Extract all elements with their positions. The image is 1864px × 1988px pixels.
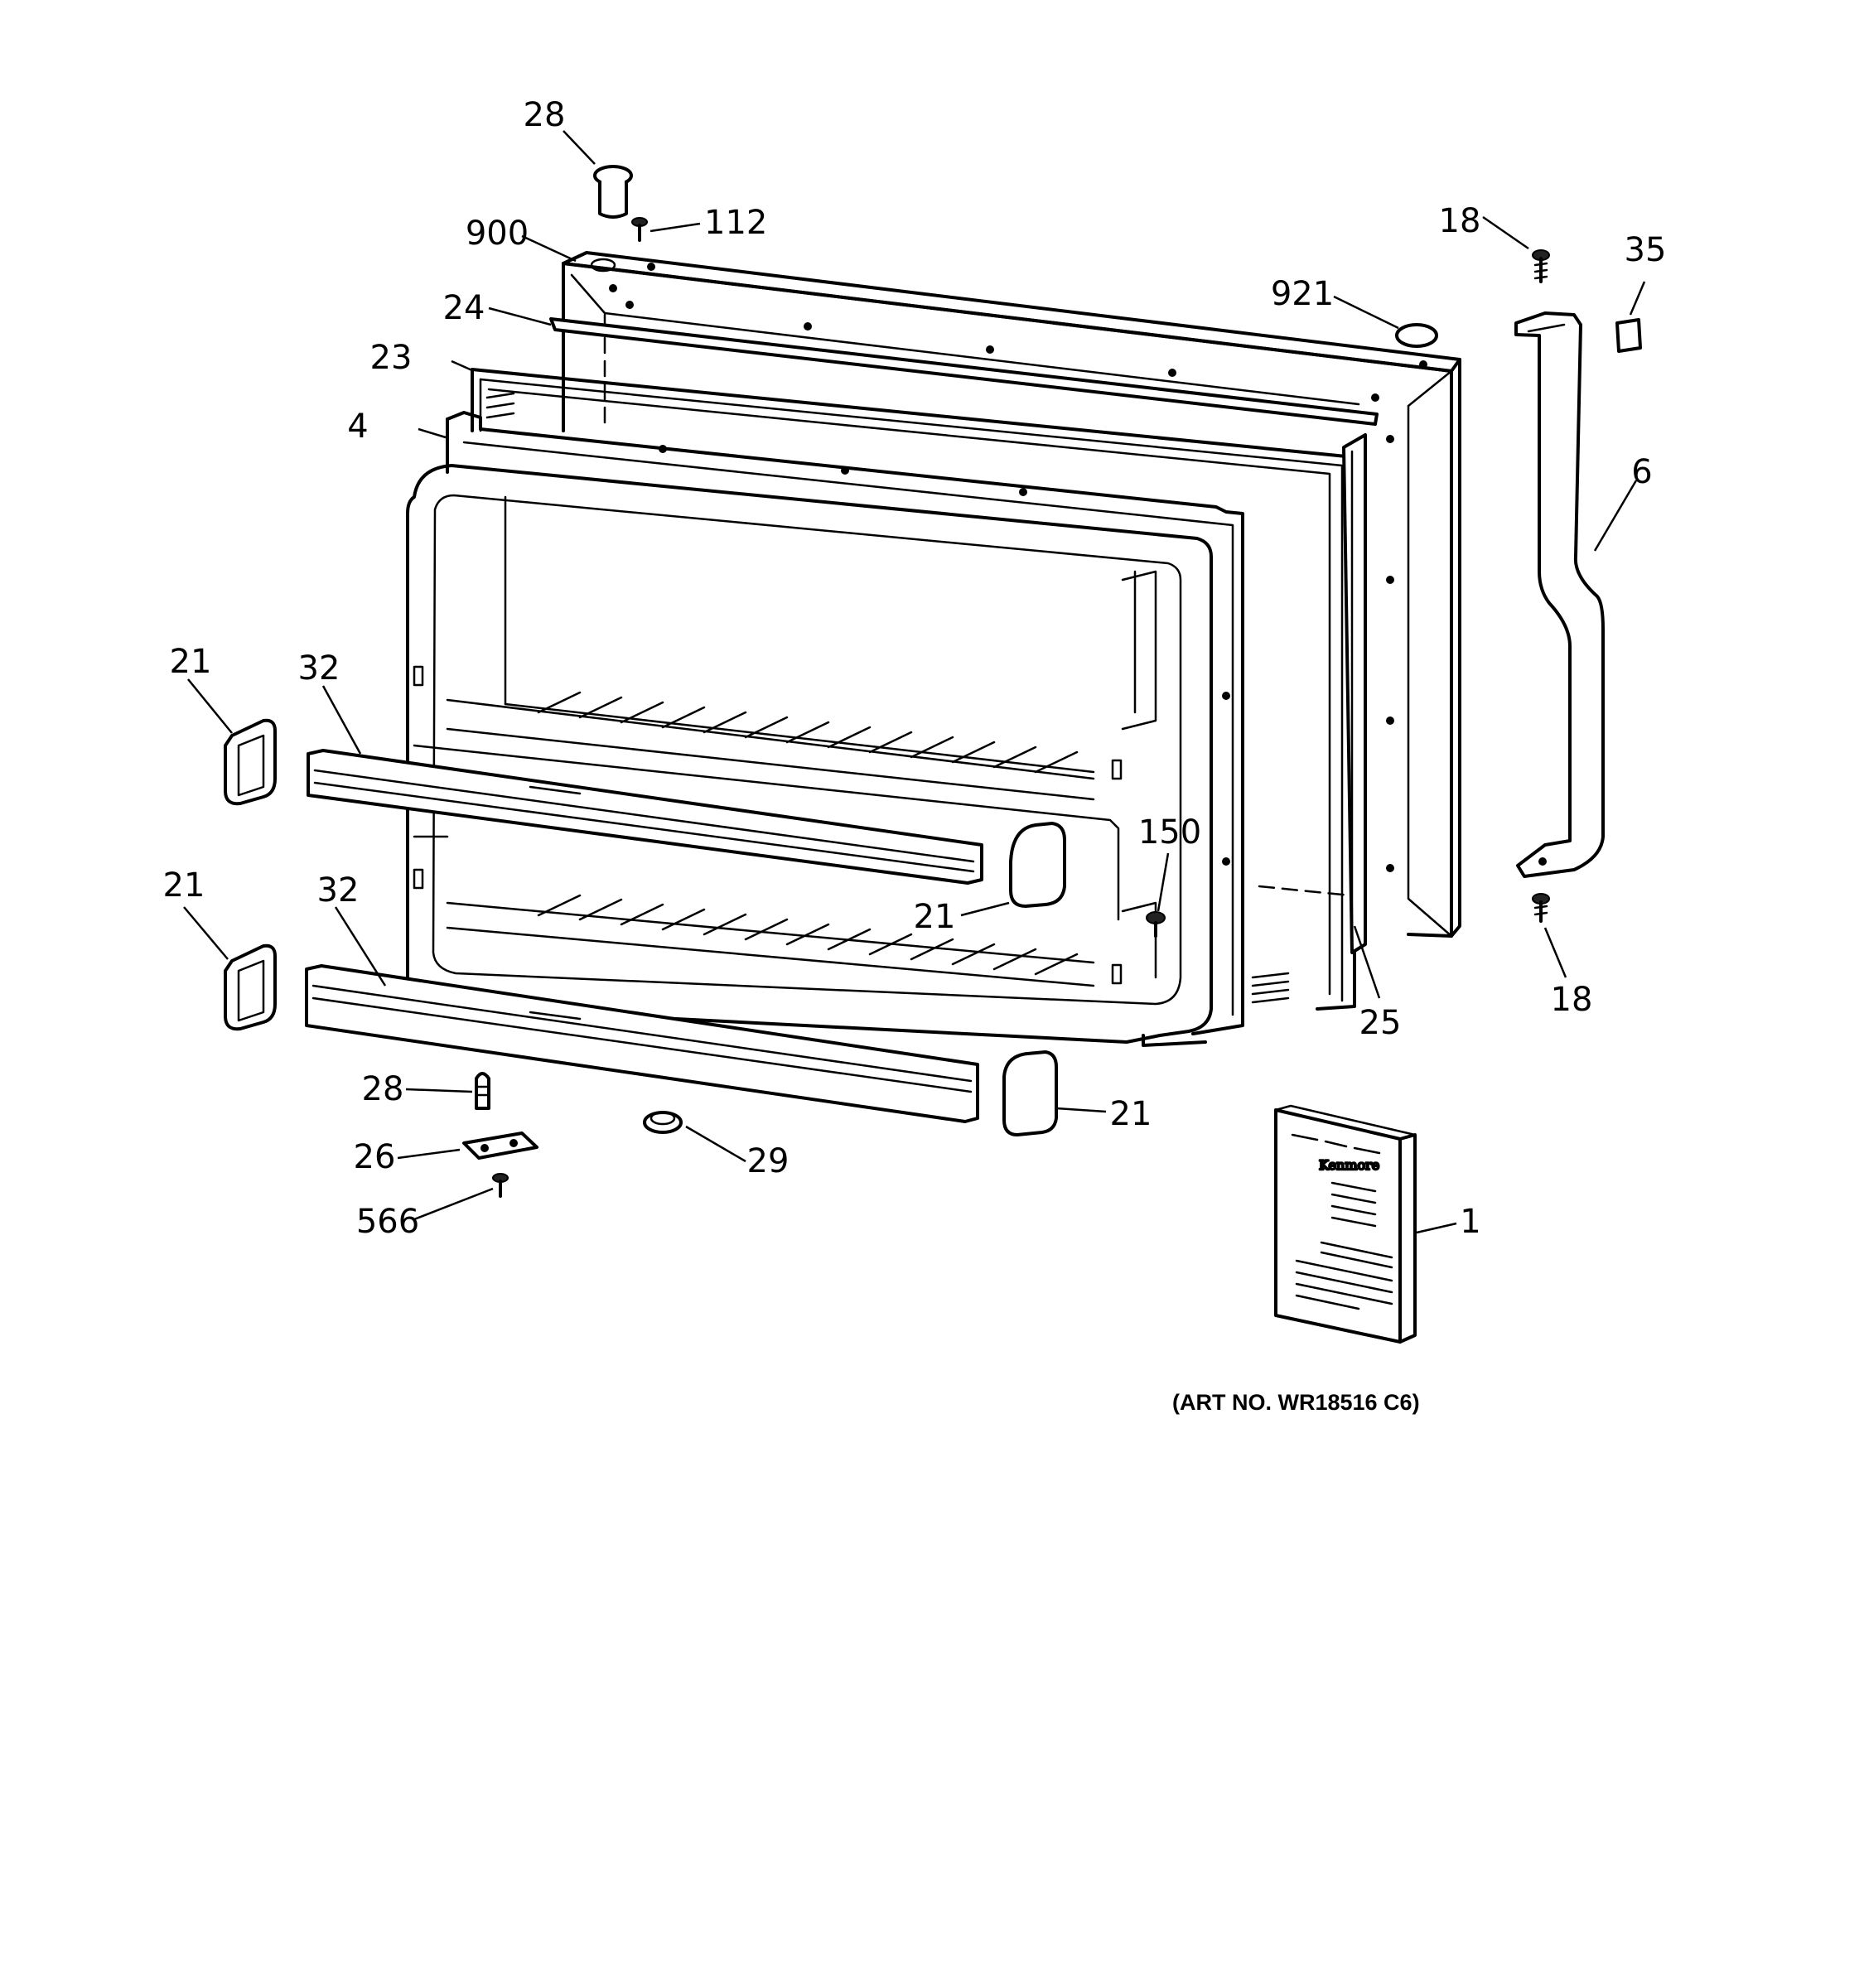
callout-26: 26 (354, 1138, 396, 1176)
callout-28-top: 28 (524, 96, 566, 134)
owners-manual-1: Kenmore (1274, 1104, 1417, 1344)
screw-566 (492, 1173, 509, 1198)
callout-6: 6 (1631, 453, 1652, 491)
leader-lines (183, 130, 1646, 1234)
callout-32-lower: 32 (317, 871, 360, 910)
callout-24: 24 (443, 289, 485, 327)
shelf-bar-32-upper (307, 749, 983, 885)
shelf-bar-32-lower (305, 964, 979, 1123)
callout-32-upper: 32 (298, 649, 340, 688)
outer-door-panel (562, 251, 1461, 938)
callout-29: 29 (747, 1142, 790, 1180)
callout-150: 150 (1138, 813, 1201, 852)
screw-112 (631, 217, 648, 242)
end-cap-21-bottom-right (1002, 1050, 1058, 1136)
screw-18-bottom (1532, 893, 1550, 923)
manual-cover-brand: Kenmore (1319, 1157, 1379, 1173)
callout-21-left-upper: 21 (170, 643, 212, 681)
liner-frame-23 (471, 368, 1356, 1011)
callout-21-bottom-right: 21 (1110, 1095, 1152, 1133)
callout-28-bottom: 28 (362, 1070, 404, 1108)
end-cap-21-mid (1009, 822, 1066, 908)
plug-29 (643, 1111, 683, 1134)
callout-112: 112 (704, 204, 767, 242)
callout-35: 35 (1625, 231, 1667, 269)
callout-4: 4 (347, 408, 368, 446)
callout-900: 900 (466, 215, 529, 253)
end-cap-21-left-upper (224, 718, 277, 806)
callout-21-mid: 21 (914, 898, 956, 936)
callout-1: 1 (1460, 1203, 1480, 1241)
callout-18-bottom: 18 (1551, 981, 1593, 1019)
door-liner (406, 464, 1213, 1047)
screw-150 (1146, 911, 1166, 938)
callout-21-left-lower: 21 (163, 866, 205, 905)
callout-labels: 28 112 900 24 23 4 921 18 35 6 21 32 21 … (163, 96, 1667, 1241)
spacer-35 (1615, 318, 1642, 353)
screw-18-top (1532, 249, 1550, 283)
plug-921 (1395, 323, 1438, 348)
hinge-6 (1514, 311, 1605, 878)
callout-921: 921 (1271, 275, 1334, 313)
art-number: (ART NO. WR18516 C6) (1172, 1390, 1420, 1415)
callout-23: 23 (370, 339, 413, 377)
callout-25: 25 (1359, 1004, 1402, 1042)
gasket-strip-25 (1342, 433, 1367, 954)
callout-18-top: 18 (1439, 202, 1481, 240)
callout-566: 566 (356, 1203, 419, 1241)
gasket-strip-24 (549, 317, 1379, 426)
stud-28-bottom (475, 1072, 490, 1110)
end-cap-21-left-lower (224, 943, 277, 1031)
bracket-26 (462, 1132, 538, 1160)
plug-28-top (593, 165, 633, 219)
inner-door-frame-4 (446, 411, 1244, 1035)
